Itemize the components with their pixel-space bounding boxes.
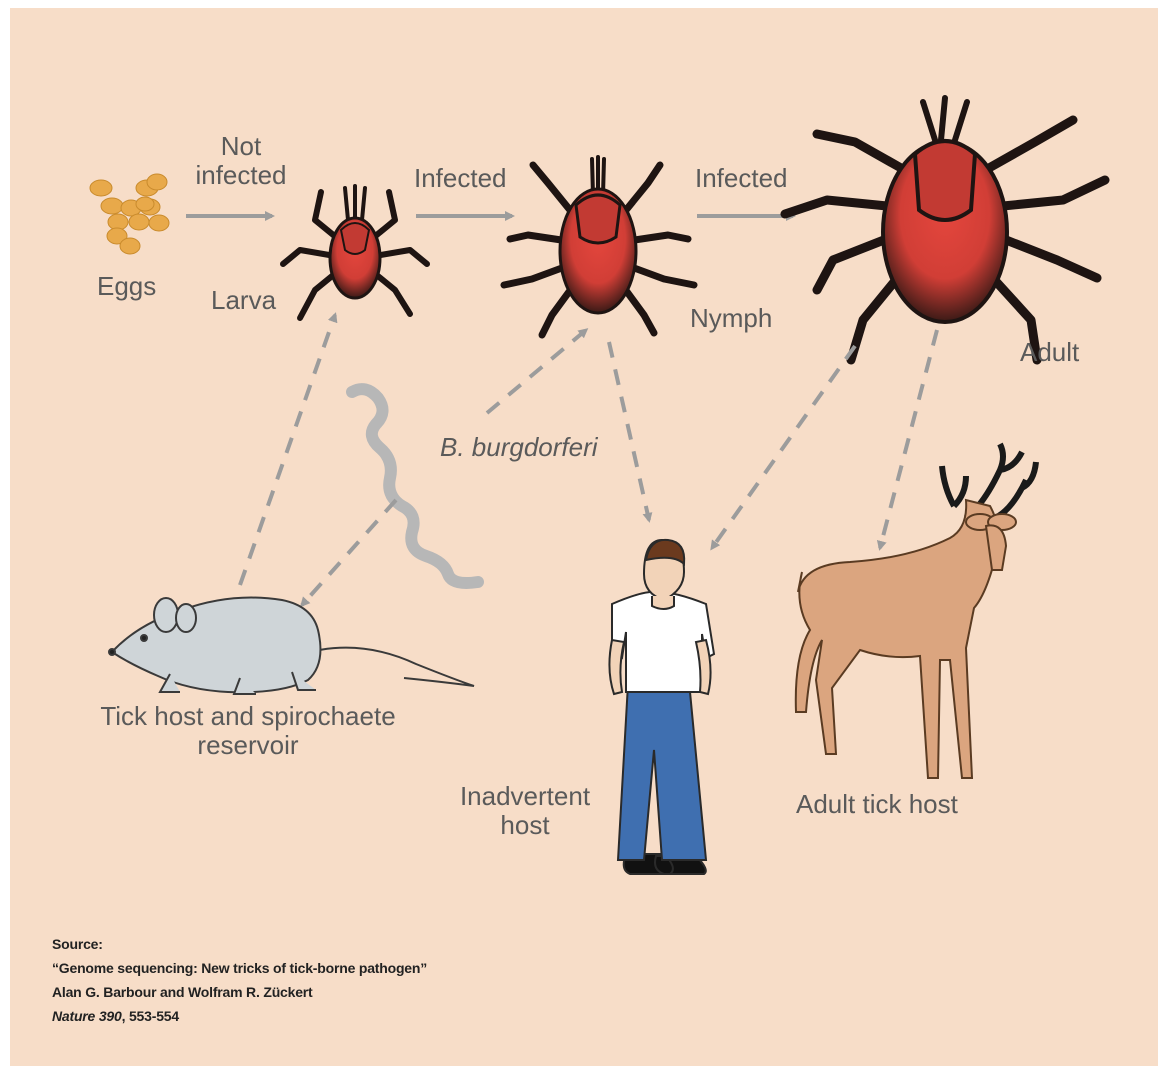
source-journal-line: Nature 390, 553-554 — [52, 1004, 427, 1028]
reservoir-line-1: Tick host and spirochaete — [56, 702, 440, 731]
source-pages: , 553-554 — [122, 1008, 179, 1024]
arrow-spirochete-to-nymph — [487, 330, 586, 413]
arrow-adult-to-human — [712, 346, 855, 548]
inadvertent-line-2: host — [440, 811, 610, 840]
arrow-adult-to-deer — [880, 330, 937, 548]
bacterium-label: B. burgdorferi — [440, 433, 598, 462]
eggs-label: Eggs — [97, 272, 156, 301]
larva-label: Larva — [211, 286, 276, 315]
man-icon — [609, 540, 714, 874]
reservoir-line-2: reservoir — [56, 731, 440, 760]
nymph-label: Nymph — [690, 304, 772, 333]
adult-tick-host-label: Adult tick host — [796, 790, 958, 819]
deer-icon — [796, 444, 1036, 778]
source-citation: Source: “Genome sequencing: New tricks o… — [52, 932, 427, 1028]
arrow-nymph-to-human — [609, 342, 649, 520]
inadvertent-line-1: Inadvertent — [440, 782, 610, 811]
source-journal: Nature 390 — [52, 1008, 122, 1024]
adult-label: Adult — [1020, 338, 1079, 367]
reservoir-label: Tick host and spirochaete reservoir — [56, 702, 440, 760]
egg-cluster-icon — [90, 174, 169, 254]
adult-tick-icon — [785, 98, 1105, 360]
nymph-tick-icon — [504, 157, 694, 335]
inadvertent-host-label: Inadvertent host — [440, 782, 610, 840]
spirochete-icon — [352, 389, 478, 583]
infected-label-2: Infected — [695, 164, 788, 193]
not-infected-line-2: infected — [186, 161, 296, 190]
source-heading: Source: — [52, 932, 427, 956]
infected-label-1: Infected — [414, 164, 507, 193]
arrow-mouse-to-larva — [240, 315, 335, 585]
not-infected-line-1: Not — [186, 132, 296, 161]
not-infected-label: Not infected — [186, 132, 296, 190]
larva-tick-icon — [283, 186, 427, 318]
source-title: “Genome sequencing: New tricks of tick-b… — [52, 956, 427, 980]
mouse-icon — [109, 598, 474, 694]
source-authors: Alan G. Barbour and Wolfram R. Zückert — [52, 980, 427, 1004]
arrow-spirochete-to-mouse — [302, 500, 396, 605]
